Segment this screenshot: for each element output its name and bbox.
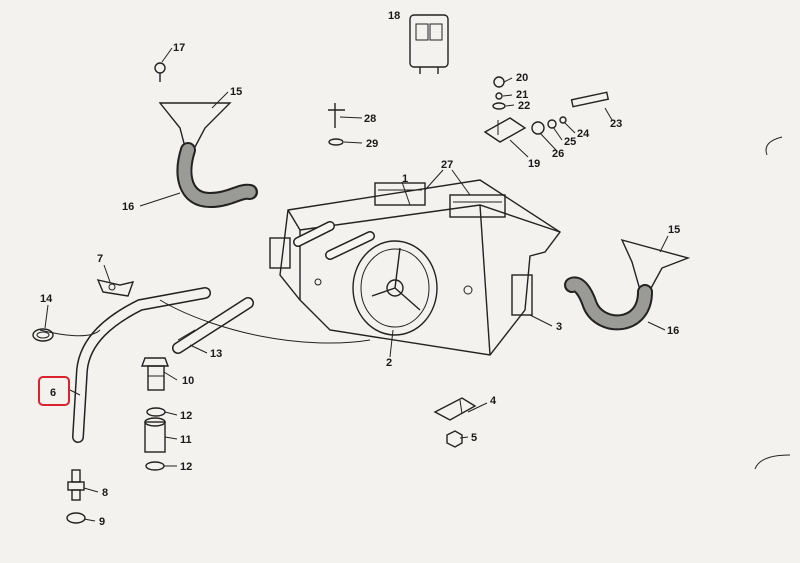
callout-12-lower: 12 [180, 461, 192, 473]
callout-23: 23 [610, 118, 622, 130]
callout-7: 7 [97, 253, 103, 265]
pipe-clip [96, 279, 135, 297]
callout-18: 18 [388, 10, 400, 22]
wire-harness [159, 299, 371, 344]
callout-16-right: 16 [667, 325, 679, 337]
callout-9: 9 [99, 516, 105, 528]
callout-10: 10 [182, 375, 194, 387]
callout-6: 6 [50, 387, 56, 399]
callout-16-left: 16 [122, 201, 134, 213]
callout-11: 11 [180, 434, 192, 446]
callout-19: 19 [528, 158, 540, 170]
straight-coolant-pipe [172, 297, 254, 354]
callout-14: 14 [40, 293, 53, 305]
callout-1: 1 [402, 173, 408, 185]
bolt-and-washer [66, 469, 86, 524]
pipe-fittings [140, 357, 170, 471]
blower-fan [352, 240, 438, 336]
callout-28: 28 [364, 113, 376, 125]
callout-13: 13 [210, 348, 222, 360]
wire-harness-left [39, 329, 101, 337]
callout-4: 4 [490, 395, 497, 407]
page-edge-mark [765, 136, 783, 156]
callout-25: 25 [564, 136, 576, 148]
hose-clamp [32, 328, 54, 342]
callout-12-upper: 12 [180, 410, 192, 422]
callout-3: 3 [556, 321, 562, 333]
callout-24: 24 [577, 128, 590, 140]
callout-8: 8 [102, 487, 108, 499]
post-and-washer [328, 103, 345, 146]
callout-labels: 1 2 3 4 5 6 7 8 9 10 11 12 12 13 14 15 1… [40, 10, 680, 528]
support-bracket [433, 397, 477, 448]
leader-lines [44, 47, 669, 522]
switch-part [409, 14, 449, 74]
heater-housing [269, 179, 562, 356]
left-vent-assembly [154, 62, 258, 209]
callout-5: 5 [471, 432, 477, 444]
bracket-and-fasteners [483, 76, 610, 143]
callout-27: 27 [441, 159, 453, 171]
callout-22: 22 [518, 100, 530, 112]
callout-29: 29 [366, 138, 378, 150]
housing-inlet-pipes [293, 221, 375, 260]
callout-2: 2 [386, 357, 392, 369]
selected-callout-highlight[interactable] [38, 376, 70, 406]
callout-15-left: 15 [230, 86, 242, 98]
callout-26: 26 [552, 148, 564, 160]
callout-17: 17 [173, 42, 185, 54]
page-edge-mark [754, 454, 791, 470]
right-vent-assembly [564, 238, 691, 331]
callout-21: 21 [516, 89, 528, 101]
callout-15-right: 15 [668, 224, 680, 236]
callout-20: 20 [516, 72, 528, 84]
bent-coolant-pipe [72, 287, 211, 443]
